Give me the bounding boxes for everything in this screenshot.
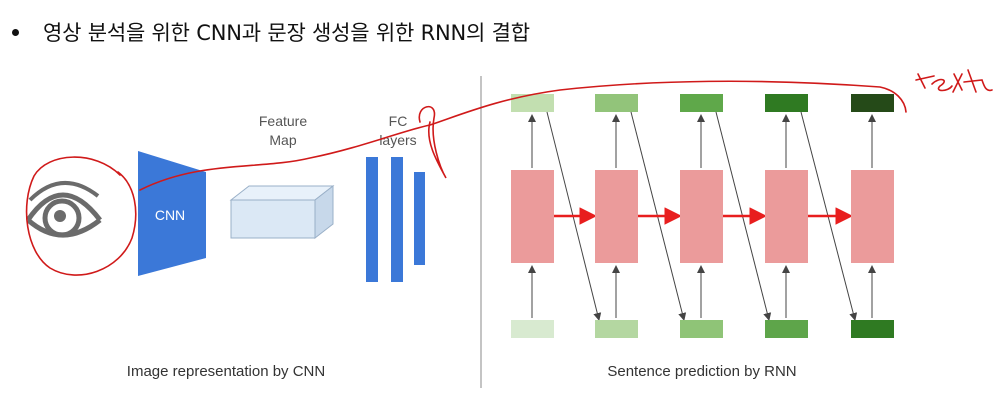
hidden-state-box: [511, 170, 554, 263]
loop-annotation: [418, 106, 447, 179]
rnn-diagram: [511, 94, 894, 338]
rnn-caption: Sentence prediction by RNN: [607, 363, 796, 380]
cnn-block: CNN: [138, 151, 206, 276]
curve-annotation: [139, 80, 907, 191]
eye-icon: [25, 181, 102, 238]
heading-text: 영상 분석을 위한 CNN과 문장 생성을 위한 RNN의 결합: [43, 21, 530, 45]
output-word-box: [680, 94, 723, 112]
output-word-box: [851, 94, 894, 112]
hidden-state-box: [851, 170, 894, 263]
hidden-state-box: [680, 170, 723, 263]
output-word-box: [595, 94, 638, 112]
input-word-box: [511, 320, 554, 338]
feature-map-box: [229, 184, 335, 240]
fc-label-line1: FC: [389, 113, 408, 129]
fc-bar-3: [414, 172, 425, 265]
handwritten-annotations: [25, 69, 993, 276]
handwritten-text-annotation: [915, 69, 993, 93]
eye-circle-annotation: [25, 156, 137, 276]
input-word-box: [595, 320, 638, 338]
feature-map-label-line2: Map: [269, 132, 296, 148]
input-word-box: [851, 320, 894, 338]
input-word-box: [765, 320, 808, 338]
fc-layers: [366, 157, 425, 282]
input-word-box: [680, 320, 723, 338]
slide-heading: 영상 분석을 위한 CNN과 문장 생성을 위한 RNN의 결합: [8, 14, 530, 50]
fc-bar-2: [391, 157, 403, 282]
hidden-state-box: [595, 170, 638, 263]
hidden-state-box: [765, 170, 808, 263]
fc-bar-1: [366, 157, 378, 282]
cnn-caption: Image representation by CNN: [127, 363, 325, 380]
feature-map-label-line1: Feature: [259, 113, 307, 129]
output-word-box: [765, 94, 808, 112]
bullet-point: [12, 28, 19, 36]
cnn-label: CNN: [155, 207, 185, 223]
output-word-box: [511, 94, 554, 112]
